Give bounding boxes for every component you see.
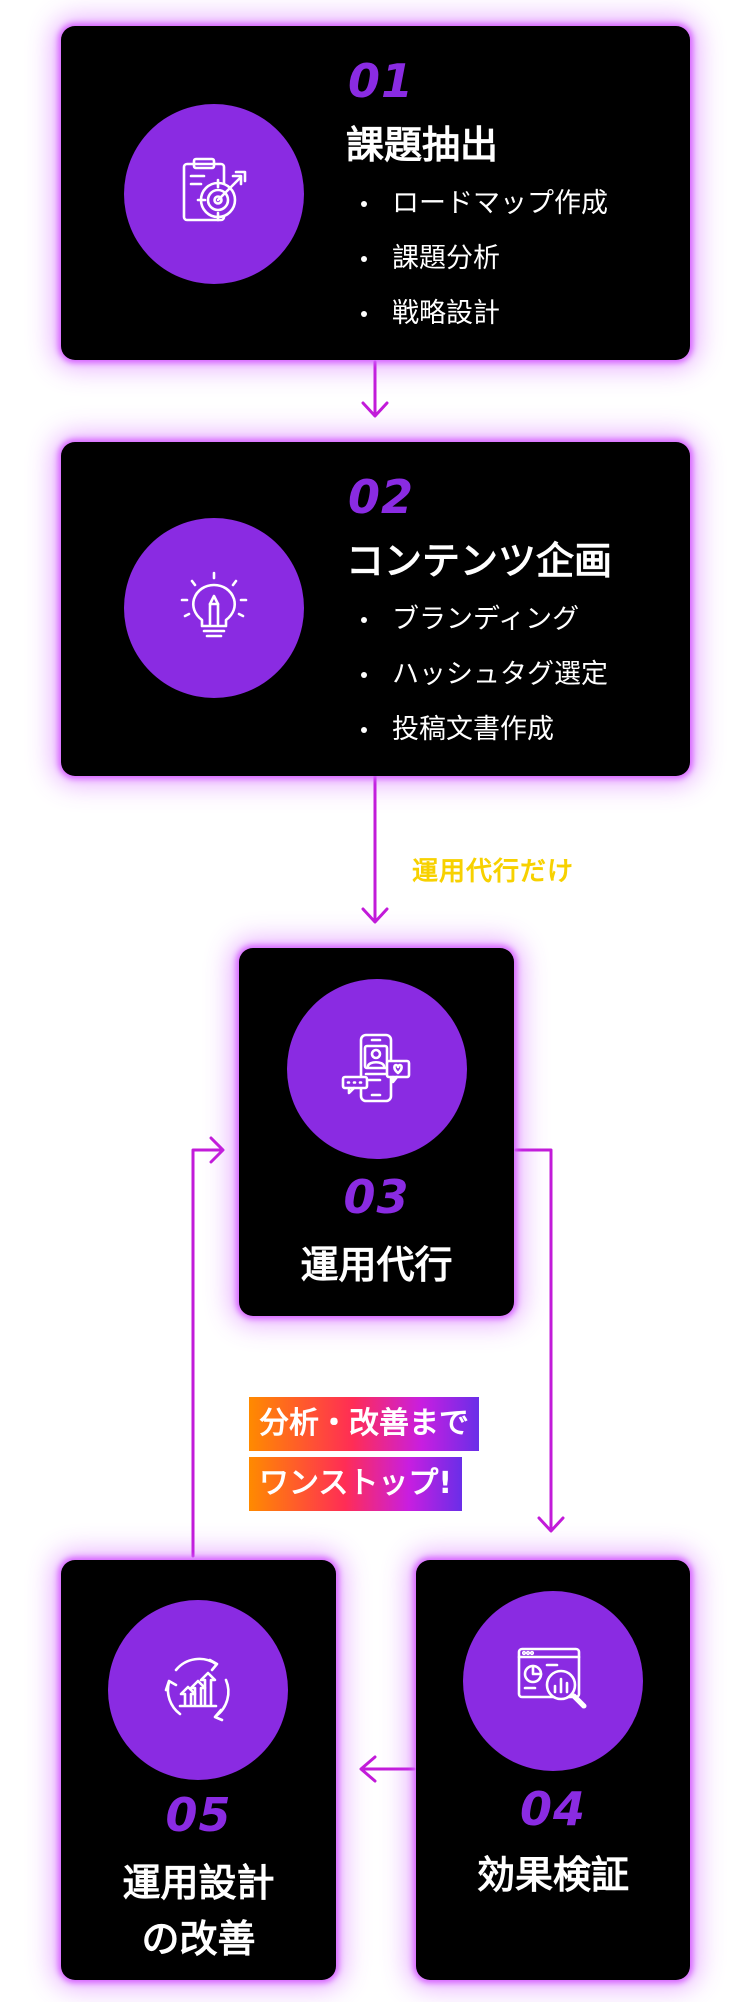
list-item: ハッシュタグ選定 [356,647,608,702]
step-card-04: 04 効果検証 [416,1560,690,1980]
step-05-icon-circle [108,1600,288,1780]
chart-magnifier-icon [517,1647,587,1709]
step-02-list: ブランディング ハッシュタグ選定 投稿文書作成 [356,592,608,757]
one-stop-badge-line1: 分析・改善まで [249,1397,479,1451]
clipboard-target-icon [182,157,247,222]
step-02-icon-circle [124,518,304,698]
step-04-title: 効果検証 [476,1853,629,1897]
arrow-05-to-03 [191,1136,225,1558]
list-item: 課題分析 [356,231,608,286]
step-02-title: コンテンツ企画 [346,539,613,583]
step-card-03: 03 運用代行 [239,948,514,1316]
step-05-title-line2: の改善 [141,1917,256,1961]
step-03-title: 運用代行 [300,1243,453,1287]
arrow-03-to-04 [514,1148,565,1533]
list-item: 投稿文書作成 [356,702,608,757]
step-01-title: 課題抽出 [346,123,499,167]
step-card-01: 01 課題抽出 ロードマップ作成 課題分析 戦略設計 [61,26,690,360]
list-item: 戦略設計 [356,286,608,341]
step-04-icon-circle [463,1591,643,1771]
step-05-number: 05 [165,1788,232,1842]
step-card-05: 05 運用設計 の改善 [61,1560,336,1980]
list-item: ブランディング [356,592,608,647]
smartphone-social-icon [341,1033,411,1103]
step-04-number: 04 [519,1782,586,1836]
operations-only-note: 運用代行だけ [412,857,575,887]
step-card-02: 02 コンテンツ企画 ブランディング ハッシュタグ選定 投稿文書作成 [61,442,690,776]
one-stop-badge-line2: ワンストップ! [249,1457,463,1511]
growth-cycle-icon [164,1657,230,1722]
lightbulb-pencil-icon [180,571,248,638]
step-01-list: ロードマップ作成 課題分析 戦略設計 [356,176,608,341]
arrow-04-to-05 [359,1755,416,1783]
step-01-icon-circle [124,104,304,284]
step-05-title-line1: 運用設計 [122,1861,275,1905]
step-03-icon-circle [287,979,467,1159]
step-01-number: 01 [348,54,415,108]
step-03-number: 03 [343,1170,410,1224]
step-02-number: 02 [348,470,415,524]
list-item: ロードマップ作成 [356,176,608,231]
arrow-02-to-03 [361,774,389,924]
arrow-01-to-02 [361,360,389,418]
